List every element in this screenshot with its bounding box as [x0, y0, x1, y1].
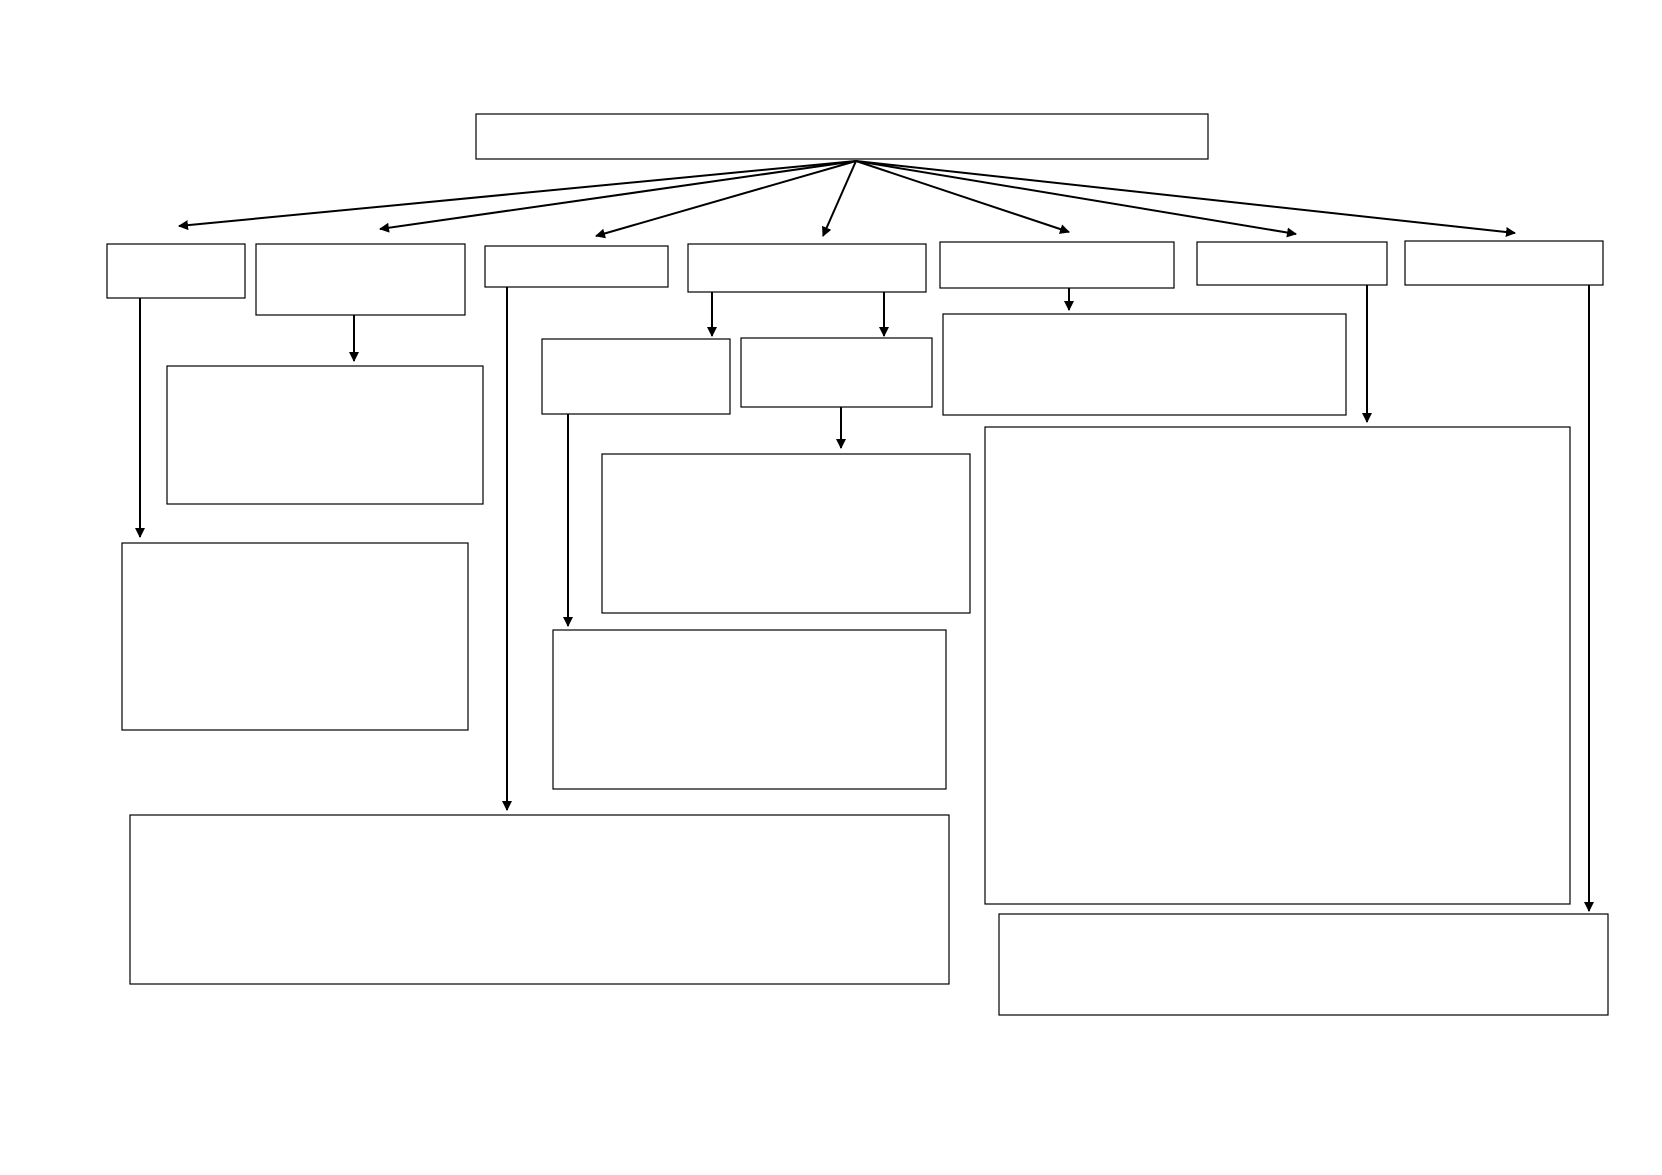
node-box-branch-5-detail	[942, 313, 1347, 416]
node-branch-7	[1404, 240, 1604, 286]
node-box-branch-4	[687, 243, 927, 293]
nodes-layer	[106, 113, 1609, 1016]
node-branch-4-sub-b	[740, 337, 933, 408]
node-branch-2	[255, 243, 466, 316]
node-root	[475, 113, 1209, 160]
edges-layer	[135, 160, 1594, 912]
node-box-branch-1	[106, 243, 246, 299]
node-box-branch-4-sub-b-detail	[601, 453, 971, 614]
node-branch-4-sub-a-detail	[552, 629, 947, 790]
node-box-branch-2-detail	[166, 365, 484, 505]
node-box-branch-1-detail	[121, 542, 469, 731]
arrow-root-to-branch-6	[855, 160, 1297, 238]
node-box-branch-4-sub-a-detail	[552, 629, 947, 790]
node-branch-3	[484, 245, 669, 288]
node-box-branch-3-detail	[129, 814, 950, 985]
node-box-branch-5	[939, 241, 1175, 289]
node-branch-7-detail	[998, 913, 1609, 1016]
arrow-root-to-branch-1	[178, 160, 857, 231]
arrow-root-to-branch-7	[855, 160, 1516, 237]
node-branch-6-detail	[984, 426, 1571, 905]
node-branch-4-sub-a	[541, 338, 731, 415]
node-branch-5-detail	[942, 313, 1347, 416]
arrow-root-to-branch-5	[855, 160, 1070, 234]
node-box-branch-3	[484, 245, 669, 288]
node-box-root	[475, 113, 1209, 160]
arrow-root-to-branch-3	[595, 160, 857, 239]
node-branch-5	[939, 241, 1175, 289]
node-branch-4	[687, 243, 927, 293]
node-branch-3-detail	[129, 814, 950, 985]
node-box-branch-7-detail	[998, 913, 1609, 1016]
node-box-branch-4-sub-a	[541, 338, 731, 415]
arrow-root-to-branch-2	[379, 160, 857, 233]
node-box-branch-4-sub-b	[740, 337, 933, 408]
node-branch-1-detail	[121, 542, 469, 731]
node-box-branch-6	[1196, 241, 1388, 286]
node-branch-2-detail	[166, 365, 484, 505]
node-box-branch-6-detail	[984, 426, 1571, 905]
arrow-root-to-branch-4	[822, 160, 857, 237]
node-box-branch-2	[255, 243, 466, 316]
node-box-branch-7	[1404, 240, 1604, 286]
node-branch-4-sub-b-detail	[601, 453, 971, 614]
node-branch-1	[106, 243, 246, 299]
node-branch-6	[1196, 241, 1388, 286]
